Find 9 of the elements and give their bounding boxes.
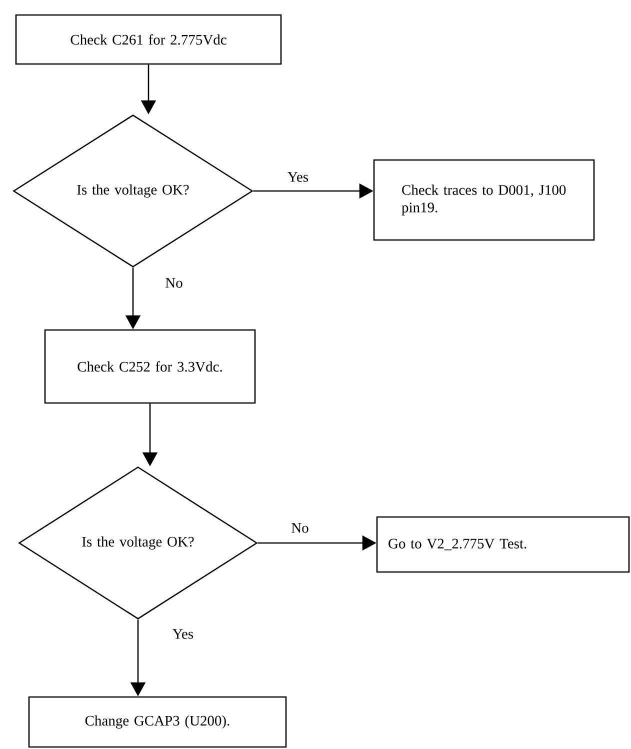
process-box: Check C261 for 2.775Vdc bbox=[15, 14, 282, 65]
edge-label: Yes bbox=[286, 171, 310, 183]
process-box: Change GCAP3 (U200). bbox=[28, 696, 287, 748]
edge-label: Yes bbox=[171, 628, 195, 640]
edge-label: No bbox=[290, 522, 310, 534]
process-box: Check C252 for 3.3Vdc. bbox=[44, 329, 256, 404]
process-box: Go to V2_2.775V Test. bbox=[376, 516, 630, 573]
edge-label: No bbox=[164, 277, 184, 289]
process-box: Check traces to D001, J100 pin19. bbox=[373, 159, 595, 241]
